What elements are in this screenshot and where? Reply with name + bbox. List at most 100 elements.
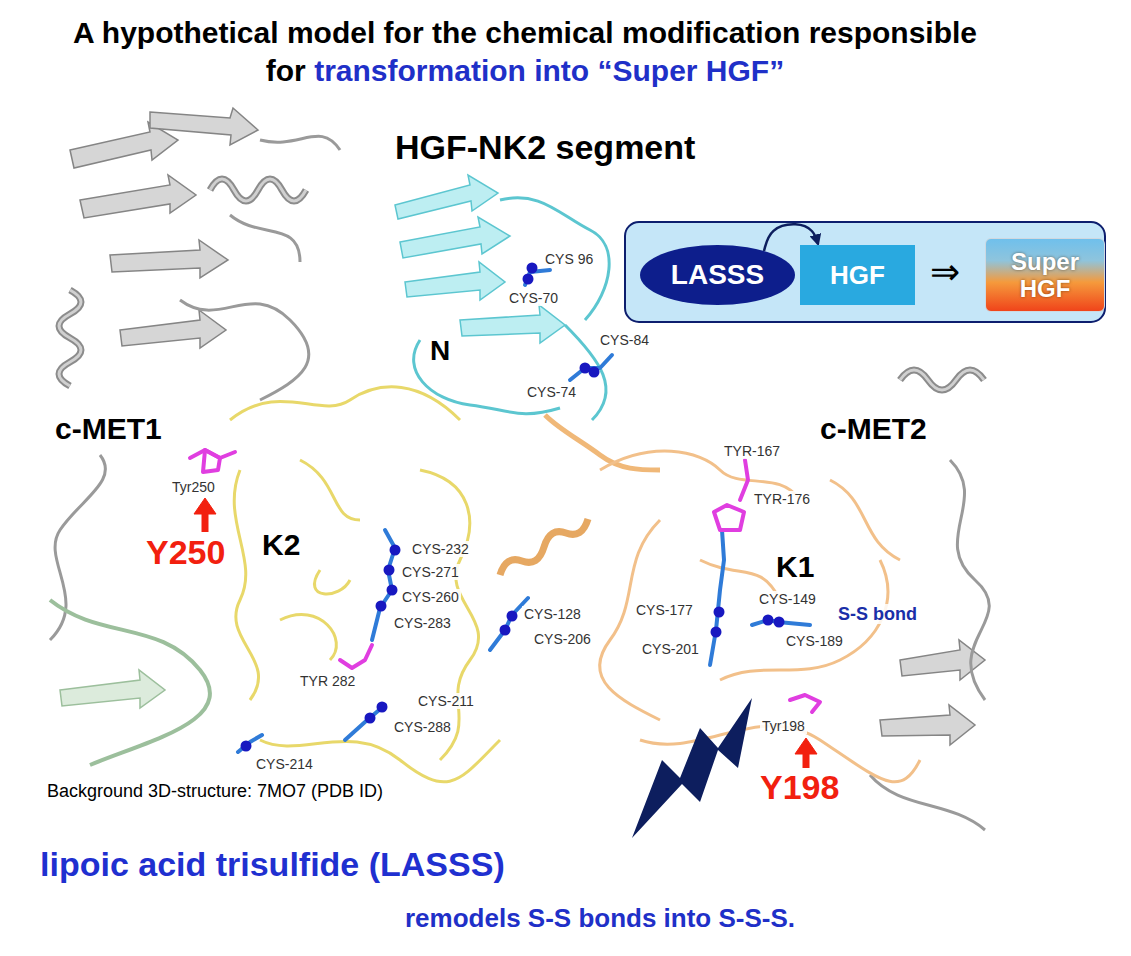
c-met2-ribbon — [870, 775, 985, 830]
title-block: A hypothetical model for the chemical mo… — [45, 14, 1005, 90]
linker-ribbon — [500, 415, 660, 575]
cysteine-sticks — [570, 355, 612, 380]
inset-panel — [625, 222, 1105, 322]
sulfur-atoms — [365, 713, 376, 724]
lower-left-ribbon — [50, 600, 210, 765]
sulfur-atoms — [763, 615, 774, 626]
c-met1-ribbon — [210, 179, 306, 201]
k2-ribbon — [280, 615, 336, 660]
product-box: Super HGF — [985, 238, 1105, 312]
k2-ribbon — [300, 460, 360, 520]
c-met2-ribbon — [900, 370, 984, 390]
k2-ribbon — [230, 387, 460, 420]
c-met1-ribbon — [59, 290, 81, 386]
red-pointer-arrow — [795, 738, 817, 754]
domain-label: K1 — [774, 550, 816, 584]
reagent-ellipse: LASSS — [640, 245, 795, 305]
residue-label: CYS 96 — [543, 251, 595, 267]
highlight-residue-holder: Y250 — [146, 533, 225, 571]
c-met2-ribbon — [900, 370, 984, 390]
cysteine-sticks — [238, 735, 262, 752]
c-met1-ribbon — [50, 108, 340, 640]
mechanism-note: remodels S-S bonds into S-S-S. — [405, 903, 795, 933]
lightning-bolt — [632, 698, 752, 838]
residue-label-holder: CYS-283 — [392, 614, 453, 632]
tyrosine-sticks — [190, 450, 820, 712]
sulfur-atoms — [241, 263, 785, 752]
cysteine-sticks — [238, 270, 810, 752]
tyrosine-sticks — [790, 695, 820, 712]
n-domain-ribbon — [395, 175, 498, 219]
c-met1-ribbon — [260, 136, 340, 150]
k2-ribbon — [230, 387, 500, 782]
lightning-bolt — [632, 698, 752, 838]
k2-ribbon — [314, 570, 350, 594]
lower-left-ribbon — [60, 670, 165, 708]
residue-label-holder: CYS-201 — [640, 640, 701, 658]
node-text: HGF — [830, 260, 885, 290]
node-text: LASSS — [671, 259, 764, 291]
residue-label-holder: CYS-177 — [634, 601, 695, 619]
node-text: Super HGF — [986, 248, 1104, 302]
residue-label-holder: TYR-167 — [722, 442, 782, 460]
c-met1-ribbon — [180, 300, 309, 400]
n-domain-ribbon — [460, 305, 565, 343]
k1-ribbon — [600, 520, 660, 720]
sulfur-atoms — [387, 585, 398, 596]
residue-label-holder: CYS 96 — [543, 250, 595, 268]
red-pointer-arrow — [194, 498, 817, 768]
lower-left-ribbon — [50, 600, 210, 765]
residue-label-holder: TYR-176 — [752, 490, 812, 508]
c-met1-ribbon — [80, 175, 196, 218]
sulfur-atoms — [527, 263, 538, 274]
residue-label: CYS-70 — [507, 290, 560, 306]
n-domain-ribbon — [500, 198, 609, 320]
red-pointer-arrow — [202, 512, 209, 532]
residue-label: Tyr198 — [760, 718, 807, 734]
residue-label: CYS-260 — [400, 589, 461, 605]
receptor-label-holder: c-MET1 — [53, 412, 164, 446]
inset-panel — [625, 222, 1105, 322]
residue-label-holder: TYR 282 — [298, 672, 357, 690]
residue-label: CYS-211 — [416, 693, 476, 709]
sulfur-atoms — [377, 702, 388, 713]
bond-label-holder: S-S bond — [836, 604, 919, 624]
residue-label: Tyr250 — [170, 479, 217, 495]
residue-label-holder: CYS-271 — [400, 563, 461, 581]
sulfur-atoms — [774, 617, 785, 628]
title-highlight: transformation into “Super HGF” — [314, 54, 784, 87]
c-met1-ribbon — [50, 455, 105, 640]
residue-label: CYS-232 — [410, 541, 471, 557]
residue-label: CYS-128 — [522, 606, 583, 622]
receptor-label-holder: c-MET2 — [818, 412, 929, 446]
c-met1-ribbon — [110, 240, 228, 278]
n-domain-ribbon — [405, 262, 505, 300]
sulfur-atoms — [507, 611, 518, 622]
highlight-residue: Y250 — [146, 533, 225, 571]
k1-ribbon — [600, 451, 920, 782]
receptor-label: c-MET2 — [818, 412, 929, 446]
domain-label-holder: N — [428, 336, 452, 366]
residue-label-holder: CYS-70 — [507, 289, 560, 307]
residue-label-holder: CYS-211 — [416, 692, 476, 710]
red-pointer-arrow — [194, 498, 216, 514]
c-met1-ribbon — [150, 108, 258, 145]
sulfur-atoms — [241, 741, 252, 752]
reagent-label-holder: lipoic acid trisulfide (LASSS) — [40, 845, 505, 883]
residue-label: CYS-201 — [640, 641, 701, 657]
residue-label-holder: CYS-206 — [532, 630, 593, 648]
domain-label-holder: K1 — [774, 550, 816, 584]
residue-label: CYS-74 — [525, 384, 578, 400]
c-met2-ribbon — [880, 705, 975, 745]
tyrosine-sticks — [714, 505, 744, 530]
sulfur-atoms — [376, 601, 387, 612]
residue-label-holder: Tyr198 — [760, 717, 807, 735]
cysteine-sticks — [710, 530, 724, 665]
residue-label: CYS-206 — [532, 631, 593, 647]
residue-label: CYS-189 — [784, 633, 845, 649]
linker-ribbon — [500, 519, 588, 575]
c-met1-ribbon — [210, 179, 306, 201]
highlight-residue: Y198 — [760, 768, 839, 806]
residue-label: TYR-167 — [722, 443, 782, 459]
source-note: Background 3D-structure: 7MO7 (PDB ID) — [45, 781, 385, 801]
